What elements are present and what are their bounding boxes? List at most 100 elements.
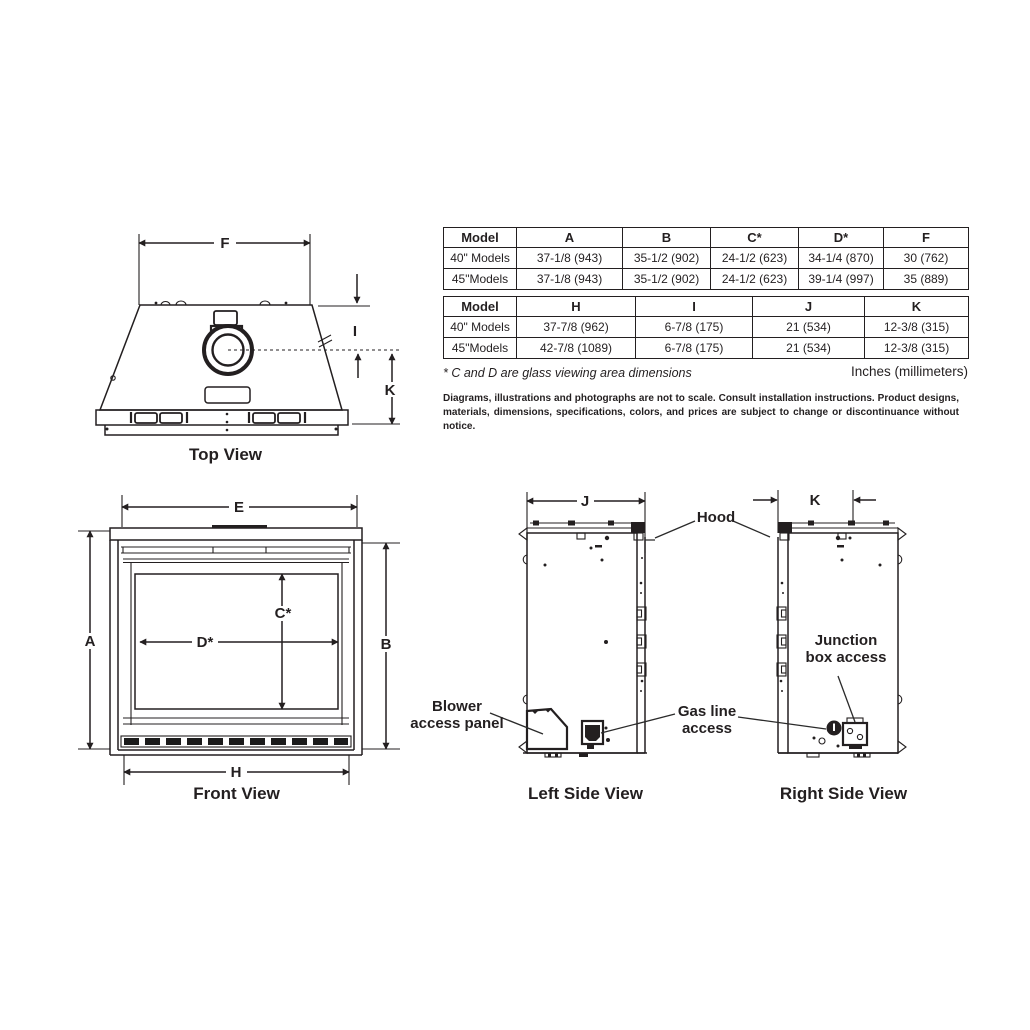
nailing-tabs: [518, 526, 528, 755]
hood-label: Hood: [688, 509, 744, 526]
table-cell: 45"Models: [443, 337, 517, 359]
dim-K-top: K: [352, 353, 400, 425]
dim-label-B: B: [381, 636, 392, 653]
dim-label-F: F: [220, 235, 229, 252]
left-side-view-diagram: J: [518, 492, 647, 758]
top-view-caption: Top View: [188, 445, 263, 464]
dim-A: A: [78, 530, 110, 750]
front-view-caption: Front View: [193, 784, 280, 803]
hood-label-text: Hood: [696, 509, 736, 526]
junction-box-access-label: Junction box access: [798, 632, 894, 666]
dim-label-K-top: K: [385, 382, 396, 399]
glass-dimension-footnote: * C and D are glass viewing area dimensi…: [443, 366, 692, 380]
table-cell: 40" Models: [443, 316, 517, 338]
bottom-feet: [778, 752, 898, 758]
column-header: F: [883, 227, 969, 248]
dim-F: F: [138, 234, 311, 305]
column-header: Model: [443, 227, 517, 248]
dim-label-C: C*: [275, 605, 292, 622]
junction-outlet-box: [213, 310, 238, 326]
right-side-view-diagram: K: [753, 490, 907, 758]
table-cell: 24-1/2 (623): [710, 247, 799, 269]
column-header: J: [752, 296, 865, 317]
table-cell: 21 (534): [752, 337, 865, 359]
blower-access-panel-label: Blower access panel: [403, 698, 511, 732]
column-header: A: [516, 227, 623, 248]
dim-label-J: J: [581, 493, 589, 510]
edge-brackets: [636, 581, 647, 692]
units-note: Inches (millimeters): [850, 364, 968, 379]
top-view-diagram: F I K: [95, 234, 400, 436]
table-cell: 12-3/8 (315): [864, 316, 969, 338]
side-screw: [110, 375, 116, 381]
gas-line-access-box: [580, 719, 610, 749]
dim-C: C*: [271, 573, 295, 710]
blower-label-line2: access panel: [410, 715, 504, 732]
junction-label-line2: box access: [805, 649, 887, 666]
blower-label-line1: Blower: [431, 698, 482, 715]
gas-label-line2: access: [681, 720, 733, 737]
table-cell: 6-7/8 (175): [635, 316, 753, 338]
table-cell: 6-7/8 (175): [635, 337, 753, 359]
panel-clip: [532, 711, 538, 714]
edge-brackets: [776, 581, 787, 692]
front-body: [109, 540, 363, 756]
panel-screws: [835, 535, 882, 567]
dim-H: H: [123, 755, 350, 785]
table-cell: 37-1/8 (943): [516, 247, 623, 269]
top-flange: [109, 527, 363, 541]
access-plate: [204, 386, 251, 404]
dim-B: B: [362, 542, 400, 750]
table-cell: 35-1/2 (902): [622, 268, 711, 290]
bottom-bracket: [104, 425, 339, 436]
disclaimer-text: Diagrams, illustrations and photographs …: [443, 393, 959, 432]
front-view-diagram: E C* D* A: [78, 495, 400, 785]
table-cell: 24-1/2 (623): [710, 268, 799, 290]
panel-screws: [543, 535, 643, 644]
bottom-feet: [523, 752, 647, 758]
blower-access-panel: [525, 707, 569, 751]
nailing-tabs: [897, 526, 907, 755]
dim-label-D: D*: [197, 634, 214, 651]
column-header: I: [635, 296, 753, 317]
dim-K-side: K: [753, 490, 876, 533]
front-rail: [95, 409, 349, 426]
left-side-view-caption: Left Side View: [528, 784, 643, 803]
bottom-louver-band: [120, 735, 352, 748]
table-cell: 21 (534): [752, 316, 865, 338]
dim-D: D*: [139, 634, 339, 651]
column-header: H: [516, 296, 636, 317]
dim-label-H: H: [231, 764, 242, 781]
igniter-bracket: [317, 334, 333, 348]
table-cell: 37-1/8 (943): [516, 268, 623, 290]
dim-E: E: [121, 495, 358, 527]
column-header: K: [864, 296, 969, 317]
dim-label-E: E: [234, 499, 244, 516]
table-cell: 39-1/4 (997): [798, 268, 884, 290]
hood-strip: [527, 520, 645, 541]
table-cell: 42-7/8 (1089): [516, 337, 636, 359]
table-cell: 40" Models: [443, 247, 517, 269]
column-header: D*: [798, 227, 884, 248]
column-header: C*: [710, 227, 799, 248]
gas-line-access-label: Gas line access: [669, 703, 745, 737]
table-cell: 12-3/8 (315): [864, 337, 969, 359]
dim-label-I: I: [353, 323, 357, 340]
table-cell: 45"Models: [443, 268, 517, 290]
junction-box: [841, 717, 869, 749]
column-header: Model: [443, 296, 517, 317]
gas-label-line1: Gas line: [677, 703, 737, 720]
table-cell: 37-7/8 (962): [516, 316, 636, 338]
table-cell: 35 (889): [883, 268, 969, 290]
top-standoff: [212, 525, 267, 529]
table-cell: 35-1/2 (902): [622, 247, 711, 269]
panel-clip: [545, 709, 551, 713]
dim-I: I: [318, 274, 370, 378]
dim-label-A: A: [85, 633, 96, 650]
